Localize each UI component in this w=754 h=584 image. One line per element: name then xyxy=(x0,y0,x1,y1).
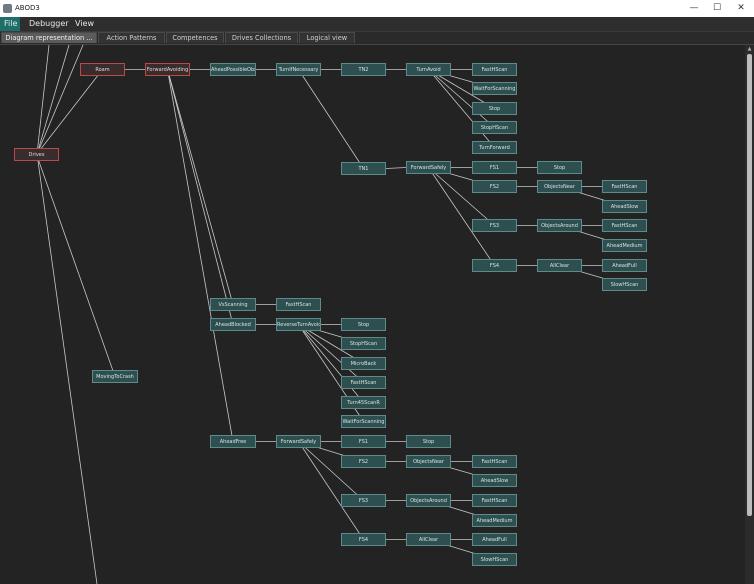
connector-line xyxy=(36,69,103,155)
node-fs3-b-fast-hscan[interactable]: FastHScan xyxy=(472,494,517,507)
node-ahead-blocked[interactable]: AheadBlocked xyxy=(210,318,256,331)
connector-line xyxy=(167,69,234,325)
connector-line xyxy=(385,167,407,169)
scroll-up-arrow-icon[interactable]: ▲ xyxy=(747,46,752,52)
node-ta-stop-hscan[interactable]: StopHScan xyxy=(472,121,517,134)
node-fs1-a-stop[interactable]: Stop xyxy=(537,161,582,174)
connector-line xyxy=(298,324,364,383)
node-rta-fast-hscan[interactable]: FastHScan xyxy=(341,376,386,389)
node-fs1-b-stop[interactable]: Stop xyxy=(406,435,451,448)
connector-line xyxy=(428,69,495,128)
node-fs2-a-ahead-slow[interactable]: AheadSlow xyxy=(602,200,647,213)
node-fs4-a-slow-hscan[interactable]: SlowHScan xyxy=(602,278,647,291)
node-ta-stop[interactable]: Stop xyxy=(472,102,517,115)
node-rta-turn45-scan-r[interactable]: Turn45ScanR xyxy=(341,396,386,409)
node-fs3-b-ahead-medium[interactable]: AheadMedium xyxy=(472,514,517,527)
maximize-button[interactable]: ☐ xyxy=(712,3,722,13)
node-tn1[interactable]: TN1 xyxy=(341,162,386,175)
connector-line xyxy=(298,441,364,540)
node-vs-fast-hscan[interactable]: FastHScan xyxy=(276,298,321,311)
node-ahead-free[interactable]: AheadFree xyxy=(210,435,256,448)
node-moving-to-crash[interactable]: MovingToCrash xyxy=(92,370,138,383)
tab-action-patterns[interactable]: Action Patterns xyxy=(98,32,165,43)
connector-line xyxy=(36,153,98,584)
node-forward-safely-1[interactable]: ForwardSafely xyxy=(406,161,451,174)
node-fs3-a-ahead-medium[interactable]: AheadMedium xyxy=(602,239,647,252)
menu-view[interactable]: View xyxy=(75,19,94,28)
node-fs2-a[interactable]: FS2 xyxy=(472,180,517,193)
node-fs4-a-ahead-full[interactable]: AheadFull xyxy=(602,259,647,272)
node-fs1-b[interactable]: FS1 xyxy=(341,435,386,448)
connector-line xyxy=(298,441,364,501)
node-ta-turn-forward[interactable]: TurnForward xyxy=(472,141,517,154)
node-fs3-b-objects-around[interactable]: ObjectsAround xyxy=(406,494,451,507)
node-reverse-turn-avoid[interactable]: ReverseTurnAvoid xyxy=(276,318,321,331)
node-drives[interactable]: Drives xyxy=(14,148,59,161)
node-fs4-a-all-clear[interactable]: AllClear xyxy=(537,259,582,272)
connector-line xyxy=(167,69,234,442)
title-bar: ABOD3 — ☐ ✕ xyxy=(0,0,754,17)
node-ta-wait-for-scanning[interactable]: WaitForScanning xyxy=(472,82,517,95)
node-rta-micro-back[interactable]: MicroBack xyxy=(341,357,386,370)
node-forward-safely-2[interactable]: ForwardSafely xyxy=(276,435,321,448)
node-fs4-a[interactable]: FS4 xyxy=(472,259,517,272)
connector-line xyxy=(36,45,70,155)
node-tn2[interactable]: TN2 xyxy=(341,63,386,76)
close-button[interactable]: ✕ xyxy=(737,3,745,13)
window-title: ABOD3 xyxy=(15,4,40,12)
node-fs3-a-fast-hscan[interactable]: FastHScan xyxy=(602,219,647,232)
node-fs2-b-ahead-slow[interactable]: AheadSlow xyxy=(472,474,517,487)
menu-debugger[interactable]: Debugger xyxy=(29,19,69,28)
minimize-button[interactable]: — xyxy=(689,3,699,13)
node-fs4-b-slow-hscan[interactable]: SlowHScan xyxy=(472,553,517,566)
connector-line xyxy=(428,69,495,148)
node-fs2-b-objects-near[interactable]: ObjectsNear xyxy=(406,455,451,468)
connector-line xyxy=(428,167,495,226)
tab-bar: Diagram representation ... Action Patter… xyxy=(0,32,754,45)
node-vs-scanning[interactable]: VsScanning xyxy=(210,298,256,311)
connector-line xyxy=(36,45,84,155)
tab-diagram-representation[interactable]: Diagram representation ... xyxy=(1,32,97,43)
menu-bar: File Debugger View xyxy=(0,17,754,32)
node-rta-stop[interactable]: Stop xyxy=(341,318,386,331)
node-forward-avoiding[interactable]: ForwardAvoiding xyxy=(145,63,190,76)
node-fs3-a[interactable]: FS3 xyxy=(472,219,517,232)
node-ahead-possible-obstacle[interactable]: AheadPossibleObstacle xyxy=(210,63,256,76)
connector-line xyxy=(36,154,116,377)
diagram-canvas[interactable]: Drives Roam ForwardAvoiding AheadPossibl… xyxy=(0,45,744,584)
connector-line xyxy=(428,167,495,266)
connector-line xyxy=(36,45,50,155)
node-fs2-a-objects-near[interactable]: ObjectsNear xyxy=(537,180,582,193)
tab-drives-collections[interactable]: Drives Collections xyxy=(225,32,298,43)
node-fs4-b-all-clear[interactable]: AllClear xyxy=(406,533,451,546)
node-fs3-a-objects-around[interactable]: ObjectsAround xyxy=(537,219,582,232)
node-roam[interactable]: Roam xyxy=(80,63,125,76)
node-fs2-b-fast-hscan[interactable]: FastHScan xyxy=(472,455,517,468)
node-fs2-a-fast-hscan[interactable]: FastHScan xyxy=(602,180,647,193)
menu-file[interactable]: File xyxy=(0,17,20,31)
node-ta-fast-hscan[interactable]: FastHScan xyxy=(472,63,517,76)
app-icon xyxy=(3,4,12,13)
connector-line xyxy=(298,324,364,403)
connector-line xyxy=(298,69,364,169)
node-rta-wait-for-scanning[interactable]: WaitForScanning xyxy=(341,415,386,428)
node-fs1-a[interactable]: FS1 xyxy=(472,161,517,174)
scrollbar-thumb[interactable] xyxy=(747,54,752,516)
vertical-scrollbar[interactable]: ▲ xyxy=(745,45,754,584)
node-fs4-b[interactable]: FS4 xyxy=(341,533,386,546)
connector-line xyxy=(167,69,234,305)
tab-competences[interactable]: Competences xyxy=(166,32,224,43)
node-fs3-b[interactable]: FS3 xyxy=(341,494,386,507)
node-fs2-b[interactable]: FS2 xyxy=(341,455,386,468)
tab-logical-view[interactable]: Logical view xyxy=(299,32,355,43)
node-fs4-b-ahead-full[interactable]: AheadFull xyxy=(472,533,517,546)
node-rta-stop-hscan[interactable]: StopHScan xyxy=(341,337,386,350)
node-turn-avoid[interactable]: TurnAvoid xyxy=(406,63,451,76)
node-turn-if-necessary[interactable]: TurnIfNecessary xyxy=(276,63,321,76)
